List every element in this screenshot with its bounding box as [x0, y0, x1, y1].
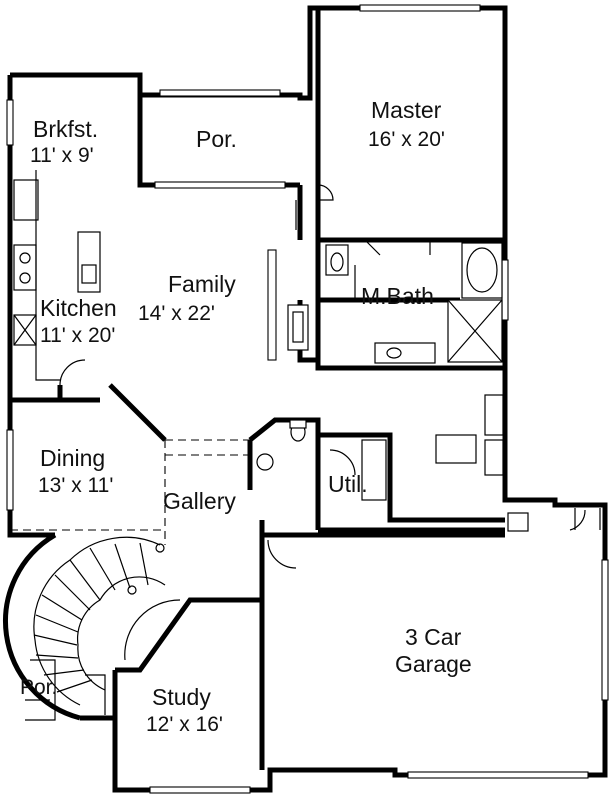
family-size: 14' x 22' — [138, 302, 215, 325]
breakfast-size: 11' x 9' — [30, 144, 94, 167]
dining-name: Dining — [40, 445, 105, 471]
fireplace — [287, 304, 309, 351]
kitchen-size: 11' x 20' — [40, 324, 115, 347]
master-size: 16' x 20' — [368, 128, 445, 151]
gallery-name: Gallery — [163, 488, 236, 514]
openings — [10, 439, 250, 545]
doors — [59, 184, 586, 661]
room-labels: Brkfst. 11' x 9' Por. Master 16' x 20' F… — [20, 97, 472, 736]
garage-line1: 3 Car — [405, 624, 462, 650]
dining-size: 13' x 11' — [38, 474, 113, 497]
master-bath-fixtures — [325, 239, 503, 364]
exterior-walls — [7, 5, 608, 793]
garage-door — [574, 508, 601, 530]
study-name: Study — [152, 684, 211, 710]
spiral-staircase — [3, 532, 166, 721]
kitchen-fixtures — [13, 170, 101, 381]
kitchen-name: Kitchen — [40, 295, 117, 321]
front-porch — [25, 659, 106, 721]
utility-fixtures — [256, 394, 529, 532]
porch-front-name: Por. — [20, 676, 57, 699]
garage-line2: Garage — [395, 651, 472, 677]
utility-name: Util. — [328, 471, 368, 497]
master-bath-name: M.Bath — [361, 283, 434, 309]
porch-top-name: Por. — [196, 126, 237, 152]
study-size: 12' x 16' — [146, 713, 223, 736]
breakfast-name: Brkfst. — [33, 116, 98, 142]
windows — [6, 4, 609, 794]
master-name: Master — [371, 97, 442, 123]
family-name: Family — [168, 271, 236, 297]
